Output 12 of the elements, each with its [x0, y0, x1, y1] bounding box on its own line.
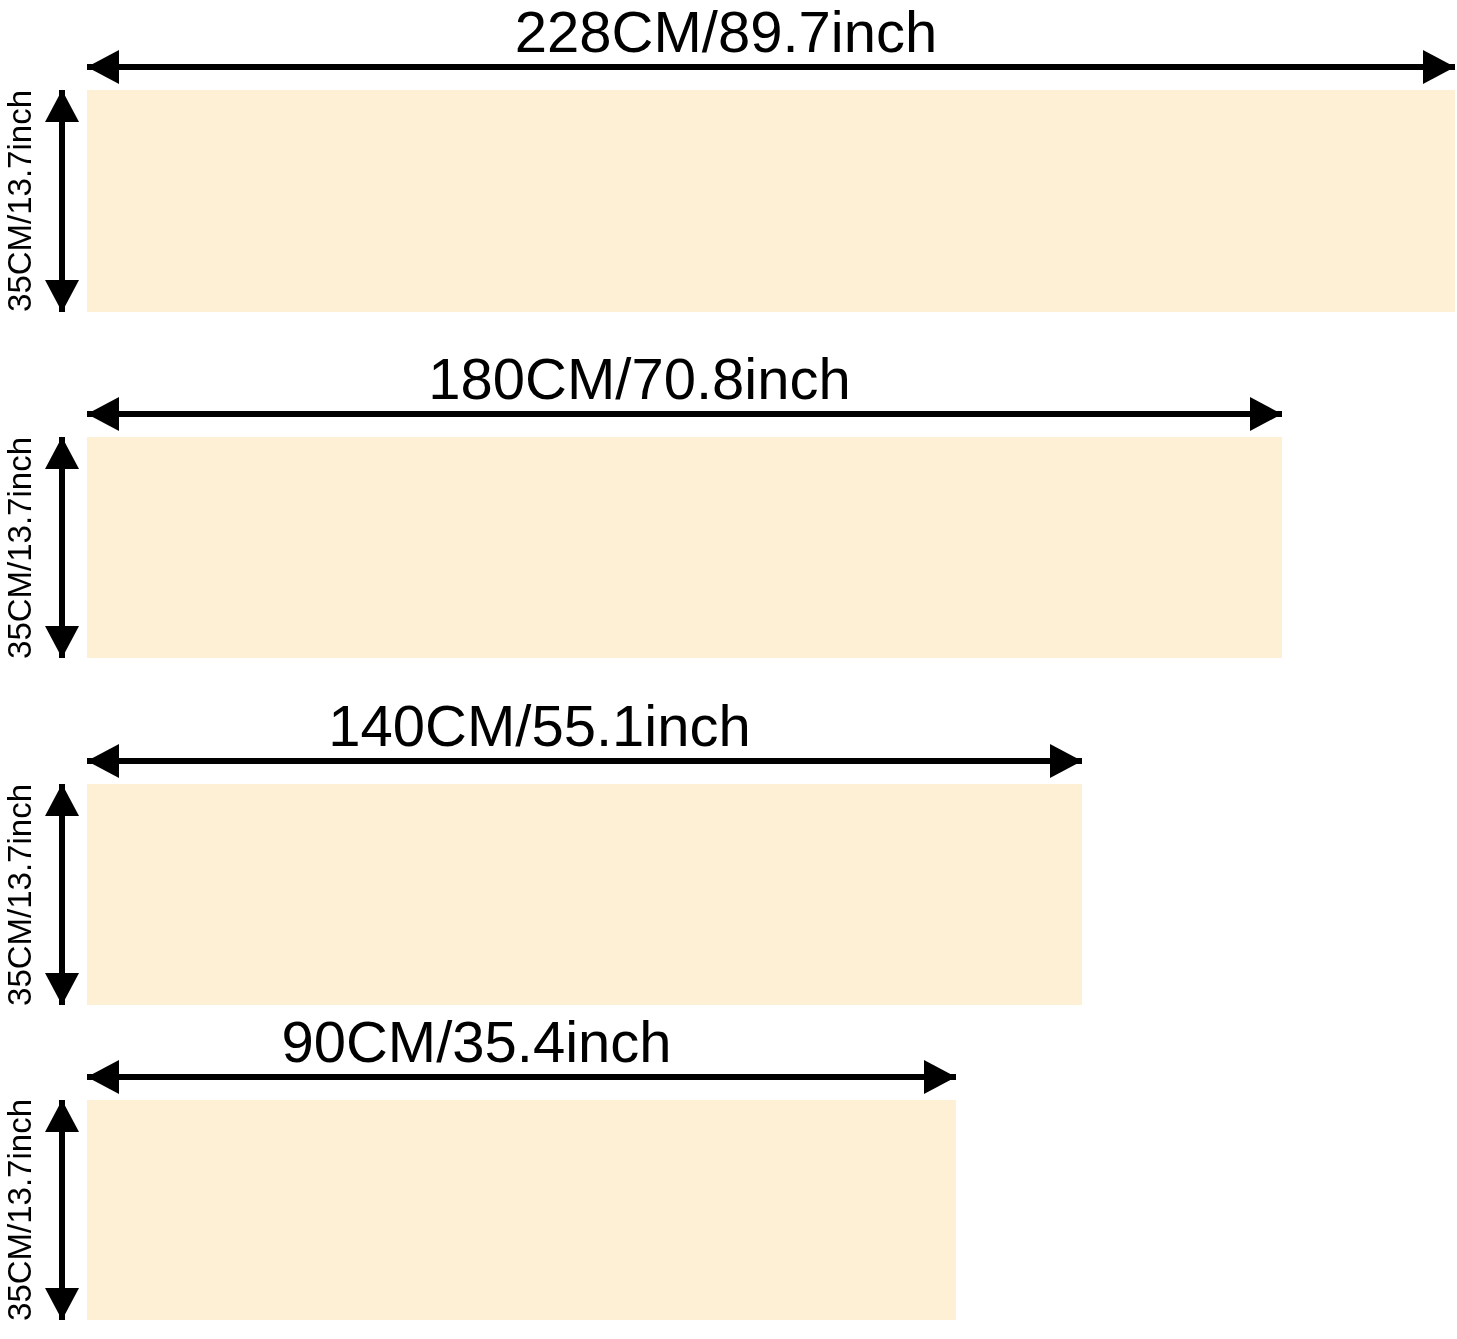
dimension-label: 90CM/35.4inch — [281, 1012, 672, 1072]
dimension-label: 35CM/13.7inch — [2, 90, 38, 312]
size-rectangle — [87, 784, 1082, 1005]
size-rectangle — [87, 1100, 956, 1320]
dimension-label: 228CM/89.7inch — [514, 2, 938, 62]
dimension-label: 35CM/13.7inch — [2, 1099, 38, 1321]
dimension-label: 180CM/70.8inch — [428, 349, 851, 409]
size-rectangle — [87, 90, 1455, 312]
dimension-label: 35CM/13.7inch — [2, 436, 38, 659]
size-rectangle — [87, 437, 1282, 658]
dimension-label: 140CM/55.1inch — [328, 696, 751, 756]
dimension-label: 35CM/13.7inch — [2, 783, 38, 1006]
